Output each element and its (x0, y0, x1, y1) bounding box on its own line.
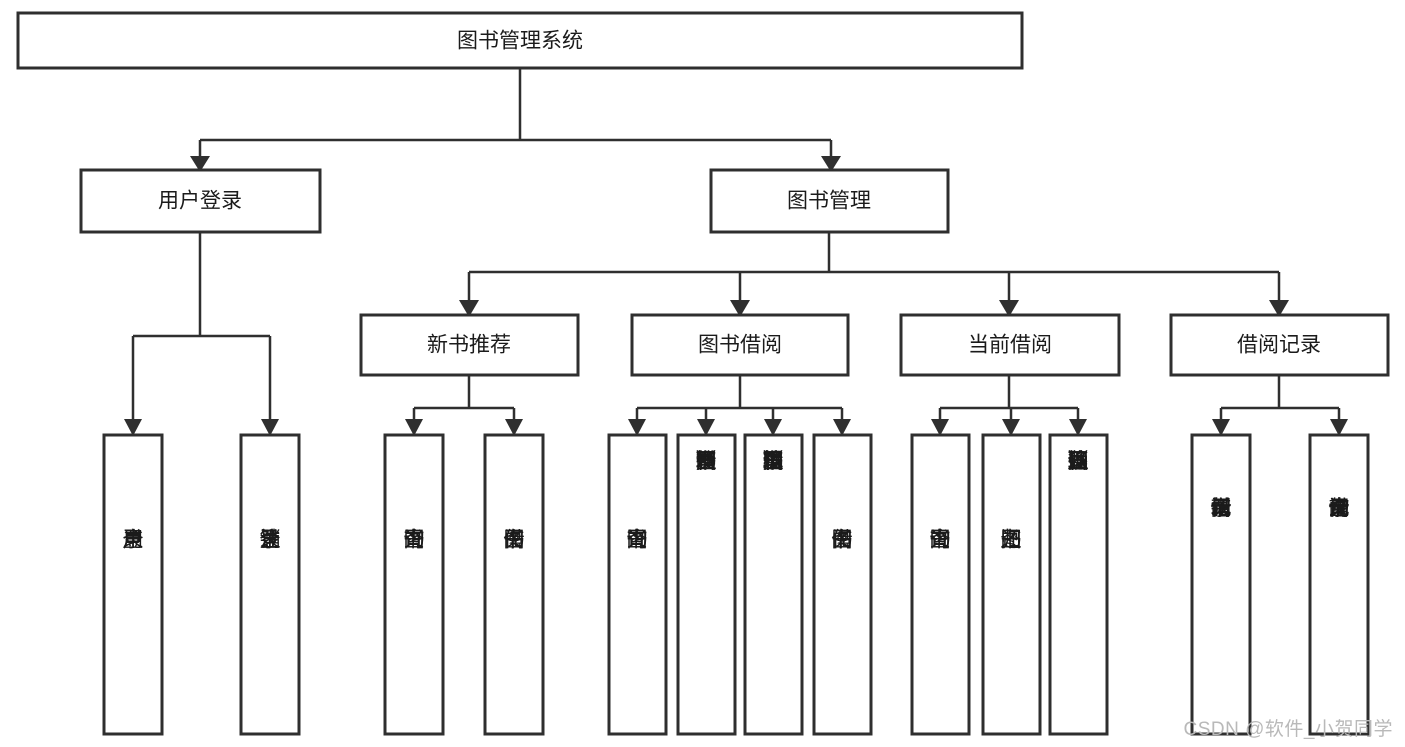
node-new-book-recommend-label: 新书推荐 (427, 334, 511, 357)
node-book-borrow[interactable]: 图书借阅 (630, 313, 850, 377)
node-current-borrow-label: 当前借阅 (968, 334, 1052, 357)
arrow-to-leaf-borrow-book-bb (833, 419, 851, 436)
leaf-node-add-book-label: 新增图书（管理员） (696, 450, 717, 473)
leaf-node-query-book-bb-label: 查询图书 (627, 529, 648, 552)
leaf-node-query-record-box[interactable] (1308, 433, 1370, 736)
node-borrow-record-label: 借阅记录 (1237, 334, 1321, 357)
arrow-to-leaf-query-book-bb (628, 419, 646, 436)
connector-currentborrow-to-leaves (938, 375, 1080, 422)
arrow-to-current-borrow (999, 300, 1019, 317)
leaf-node-query-book-bb-box[interactable] (607, 433, 668, 736)
node-root[interactable]: 图书管理系统 (16, 11, 1024, 70)
arrow-to-book-management (821, 156, 841, 172)
node-user-login-box[interactable] (79, 168, 322, 234)
leaf-node-add-book-box[interactable] (676, 433, 737, 736)
leaf-node-return-book[interactable]: 归还图书 (981, 433, 1042, 736)
leaf-node-edit-book-label: 编辑图书（管理员） (763, 450, 784, 473)
leaf-node-add-record-box[interactable] (1190, 433, 1252, 736)
leaf-node-add-book[interactable]: 新增图书（管理员） (676, 433, 737, 736)
leaf-node-logout[interactable]: 注销登录 (239, 433, 301, 736)
arrow-to-leaf-query-record (1330, 419, 1348, 436)
leaf-node-add-record-label: 新增借阅记录 (1211, 497, 1232, 520)
arrow-to-leaf-add-record (1212, 419, 1230, 436)
leaf-node-confirm-return-box[interactable] (1048, 433, 1109, 736)
leaf-node-logout-box[interactable] (239, 433, 301, 736)
leaf-node-query-book-cb-label: 查询图书 (930, 529, 951, 552)
connector-bookmgmt-to-level3 (467, 232, 1281, 303)
arrow-to-leaf-edit-book (764, 419, 782, 436)
connector-newbook-to-leaves (412, 375, 516, 422)
leaf-node-query-book-nb-label: 查询图书 (404, 529, 425, 552)
leaf-node-query-book-cb[interactable]: 查询图书 (910, 433, 971, 736)
node-current-borrow-box[interactable] (899, 313, 1121, 377)
arrow-to-leaf-return-book (1002, 419, 1020, 436)
node-book-management-box[interactable] (709, 168, 950, 234)
node-new-book-recommend[interactable]: 新书推荐 (359, 313, 580, 377)
connector-bookborrow-to-leaves (635, 375, 844, 422)
arrow-to-leaf-user-login (124, 419, 142, 436)
leaf-node-query-book-cb-box[interactable] (910, 433, 971, 736)
leaf-node-return-book-box[interactable] (981, 433, 1042, 736)
leaf-node-confirm-return-label: 确认归还（管理员） (1068, 450, 1089, 473)
leaf-node-add-record[interactable]: 新增借阅记录 (1190, 433, 1252, 736)
leaf-node-edit-book-box[interactable] (743, 433, 804, 736)
node-root-label: 图书管理系统 (457, 30, 583, 53)
node-user-login-label: 用户登录 (158, 190, 242, 213)
node-borrow-record-box[interactable] (1169, 313, 1390, 377)
arrow-to-user-login (190, 156, 210, 172)
arrow-to-leaf-add-book (697, 419, 715, 436)
leaf-node-borrow-book-nb-box[interactable] (483, 433, 545, 736)
leaf-node-borrow-book-bb-box[interactable] (812, 433, 873, 736)
arrow-to-leaf-logout (261, 419, 279, 436)
node-user-login[interactable]: 用户登录 (79, 168, 322, 234)
connector-borrowrecord-to-leaves (1219, 375, 1341, 422)
leaf-node-borrow-book-bb-label: 借阅图书 (832, 529, 853, 552)
arrow-to-new-book-recommend (459, 300, 479, 317)
arrow-to-borrow-record (1269, 300, 1289, 317)
arrow-to-leaf-confirm-return (1069, 419, 1087, 436)
leaf-node-borrow-book-bb[interactable]: 借阅图书 (812, 433, 873, 736)
leaf-node-user-login-label: 用户登录 (123, 529, 144, 552)
leaf-node-user-login[interactable]: 用户登录 (102, 433, 164, 736)
connector-root-to-level2 (198, 68, 833, 158)
node-book-management[interactable]: 图书管理 (709, 168, 950, 234)
arrow-to-book-borrow (730, 300, 750, 317)
node-borrow-record[interactable]: 借阅记录 (1169, 313, 1390, 377)
arrow-to-leaf-query-book-cb (931, 419, 949, 436)
leaf-node-query-record-label: 查询借阅记录 (1329, 497, 1350, 520)
node-current-borrow[interactable]: 当前借阅 (899, 313, 1121, 377)
leaf-node-user-login-box[interactable] (102, 433, 164, 736)
leaf-node-return-book-label: 归还图书 (1001, 529, 1022, 552)
node-new-book-recommend-box[interactable] (359, 313, 580, 377)
leaf-node-borrow-book-nb-label: 借阅图书 (504, 529, 525, 552)
leaf-node-borrow-book-nb[interactable]: 借阅图书 (483, 433, 545, 736)
node-root-box[interactable] (16, 11, 1024, 70)
leaf-node-query-book-nb-box[interactable] (383, 433, 445, 736)
leaf-node-logout-label: 注销登录 (260, 529, 281, 552)
arrow-to-leaf-query-book-nb (405, 419, 423, 436)
node-book-borrow-label: 图书借阅 (698, 334, 782, 357)
arrow-to-leaf-borrow-book-nb (505, 419, 523, 436)
leaf-node-edit-book[interactable]: 编辑图书（管理员） (743, 433, 804, 736)
leaf-node-query-record[interactable]: 查询借阅记录 (1308, 433, 1370, 736)
node-book-borrow-box[interactable] (630, 313, 850, 377)
connector-userlogin-to-leaves (131, 232, 272, 422)
node-book-management-label: 图书管理 (787, 190, 871, 213)
connector-layer (124, 68, 1348, 436)
leaf-node-query-book-bb[interactable]: 查询图书 (607, 433, 668, 736)
leaf-node-confirm-return[interactable]: 确认归还（管理员） (1048, 433, 1109, 736)
leaf-layer: 用户登录 注销登录 查询图书 借阅图书 查询图书 新增图书（管理员） 编辑图书（… (102, 433, 1370, 736)
leaf-node-query-book-nb[interactable]: 查询图书 (383, 433, 445, 736)
